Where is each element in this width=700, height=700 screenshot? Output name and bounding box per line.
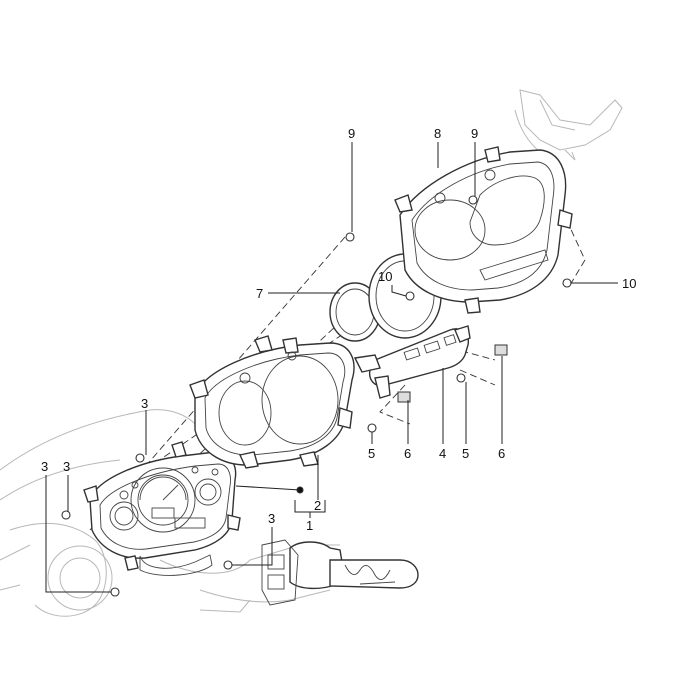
callout-5-right: 5: [462, 446, 469, 461]
callout-3-left-second: 3: [63, 459, 70, 474]
clip-fasteners: [397, 344, 508, 403]
callout-3-lower: 3: [268, 511, 275, 526]
rear-housing: [394, 146, 573, 314]
warning-light-bracket: [353, 325, 471, 399]
callout-7: 7: [256, 286, 263, 301]
callout-4: 4: [439, 446, 446, 461]
screws: [61, 195, 572, 597]
callout-5-left: 5: [368, 446, 375, 461]
callout-3-upper: 3: [141, 396, 148, 411]
leader-lines: [45, 142, 618, 593]
callout-6-right: 6: [498, 446, 505, 461]
callout-6-left: 6: [404, 446, 411, 461]
handlebar-grip: [261, 539, 419, 606]
instrument-cluster: [83, 441, 241, 576]
callout-10-right: 10: [622, 276, 636, 291]
callout-9-right: 9: [471, 126, 478, 141]
callout-9-left: 9: [348, 126, 355, 141]
front-cover: [189, 335, 355, 469]
callout-3-left: 3: [41, 459, 48, 474]
callout-labels: 9 8 9 10 10 7 3 3 3 3 2 1 5 6 4 5 6: [41, 126, 636, 533]
callout-1: 1: [306, 518, 313, 533]
callout-10-center: 10: [378, 269, 392, 284]
callout-8: 8: [434, 126, 441, 141]
callout-2: 2: [314, 498, 321, 513]
